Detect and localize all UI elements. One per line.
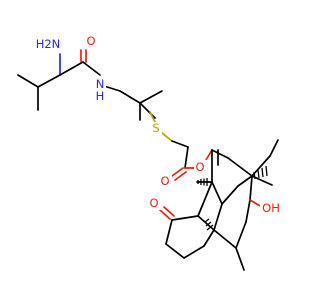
hydroxyl-label: OH [262, 201, 280, 215]
bond [165, 219, 173, 245]
ester-carbonyl-oxygen-label: O [160, 174, 169, 188]
bond [197, 181, 213, 217]
sulfur-label: S [152, 121, 159, 135]
amide-oxygen-label: O [86, 34, 95, 48]
hashed-wedge [204, 218, 214, 231]
bond [139, 90, 163, 104]
double-bond [159, 209, 171, 220]
bond [213, 203, 223, 231]
bond [211, 149, 229, 159]
bond [203, 229, 215, 247]
bond [269, 139, 279, 157]
atom-labels: H2N O N H S O O O OH [36, 34, 282, 215]
bond [17, 74, 39, 88]
bond [235, 221, 247, 249]
bond [221, 185, 239, 205]
ester-oxygen-label: O [195, 160, 204, 174]
bond [227, 157, 253, 177]
bond [171, 140, 189, 148]
bond [37, 74, 61, 88]
molecule-canvas: H2N O N H S O O O OH [17, 34, 282, 271]
bond [165, 243, 185, 259]
bond [211, 181, 223, 205]
ketone-oxygen-label: O [149, 196, 158, 210]
bond [237, 175, 253, 187]
bond [161, 132, 173, 142]
bond [184, 146, 189, 169]
double-bond [171, 167, 184, 177]
bond [213, 229, 237, 249]
bond [119, 90, 141, 104]
amide-nitrogen-label: N [96, 77, 105, 91]
amide-hydrogen-label: H [96, 89, 105, 103]
bond [245, 199, 251, 223]
bond [59, 61, 84, 76]
bond [171, 215, 199, 221]
bond [249, 175, 253, 201]
bond [251, 155, 271, 177]
amine-label: H2N [36, 37, 61, 51]
valine-fragment [17, 49, 198, 181]
bond [82, 61, 101, 76]
double-bond [174, 171, 187, 181]
bond [183, 245, 205, 259]
structure-drawing: H2N O N H S O O O OH [17, 34, 282, 271]
hashed-wedge [253, 165, 268, 180]
double-bond [163, 206, 175, 217]
bond [235, 247, 245, 271]
hashed-wedge [197, 178, 208, 186]
bond [197, 215, 215, 231]
bond [103, 85, 121, 92]
bond [205, 149, 213, 161]
